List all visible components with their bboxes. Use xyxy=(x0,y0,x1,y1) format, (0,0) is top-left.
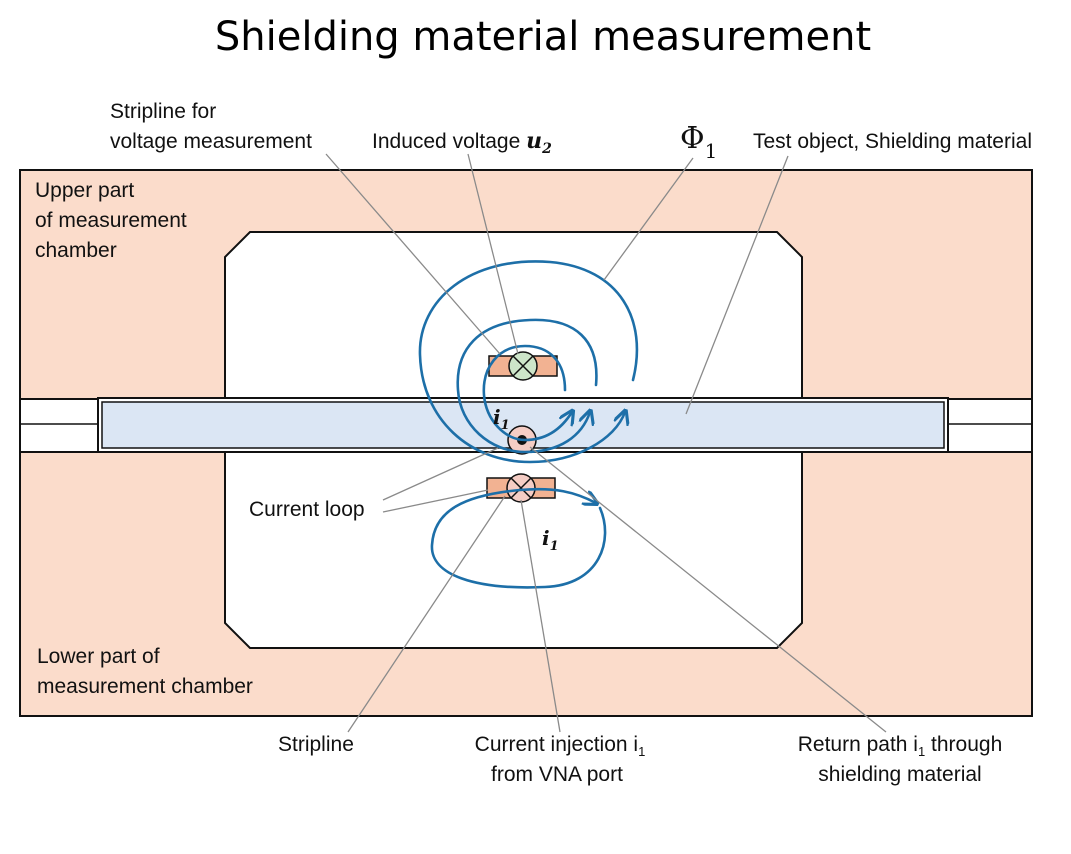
flux-line-lower-loop xyxy=(430,487,607,589)
label-upper-part: Upper part of measurement chamber xyxy=(35,179,193,262)
label-current-injection-line2: from VNA port xyxy=(491,763,623,786)
label-i1-upper: i1 xyxy=(493,405,510,433)
lower-conductor-x-icon xyxy=(506,473,536,503)
label-current-injection: Current injection i1 xyxy=(475,733,646,759)
flux-lines xyxy=(418,260,639,589)
upper-conductor-x-icon xyxy=(508,351,538,381)
label-phi: Φ1 xyxy=(680,121,717,163)
flux-line-outer xyxy=(418,260,639,464)
label-stripline: Stripline xyxy=(278,733,354,756)
label-stripline-voltage: Stripline for voltage measurement xyxy=(110,100,312,153)
label-i1-lower: i1 xyxy=(542,526,559,554)
label-return-path: Return path i1 through xyxy=(798,733,1003,759)
leader-lines xyxy=(325,153,887,733)
label-return-path-line2: shielding material xyxy=(818,763,981,786)
label-test-object: Test object, Shielding material xyxy=(753,130,1032,153)
flux-line-middle xyxy=(456,318,598,454)
label-induced-voltage: Induced voltage u2 xyxy=(372,128,552,157)
flux-line-inner xyxy=(482,344,572,442)
label-current-loop: Current loop xyxy=(249,498,365,521)
diagram-title: Shielding material measurement xyxy=(215,14,871,60)
label-lower-part: Lower part of measurement chamber xyxy=(37,645,253,698)
